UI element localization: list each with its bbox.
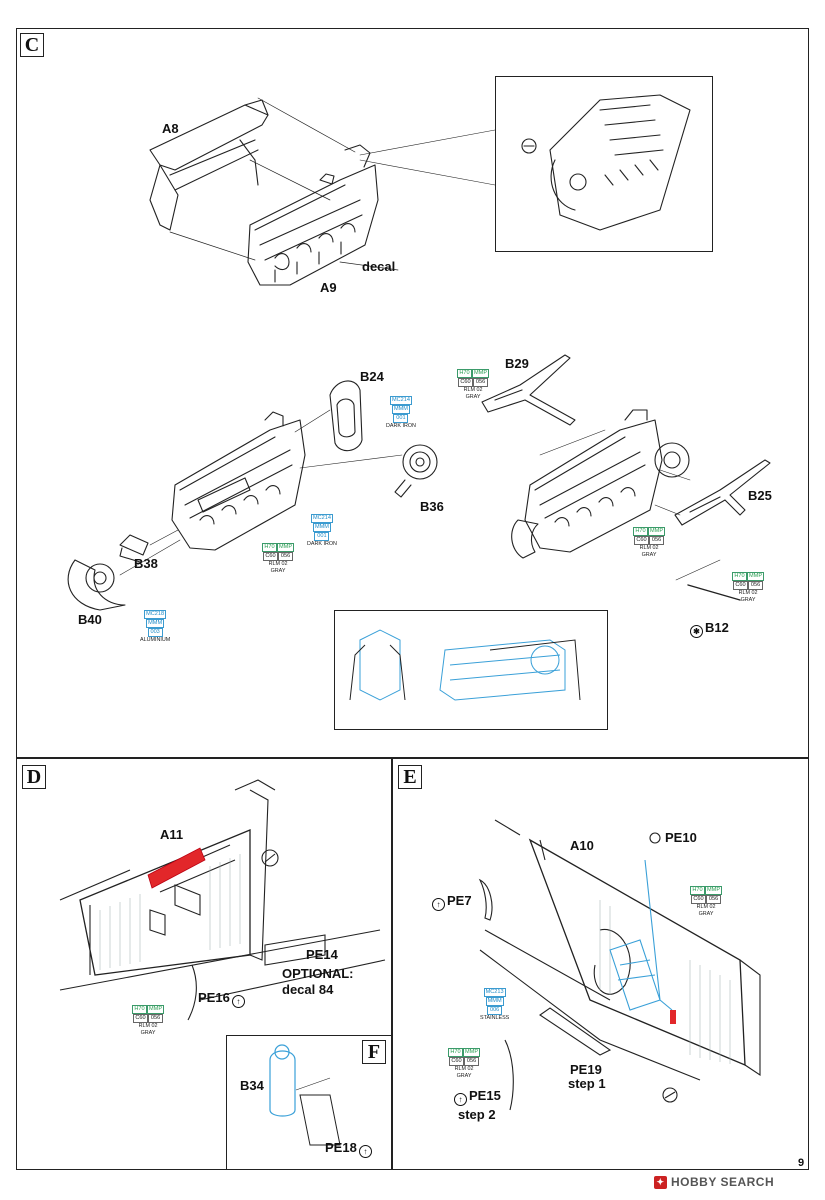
- section-e-drawing: [478, 819, 761, 1111]
- label-b12: ✱B12: [688, 620, 729, 638]
- part-b40-drawing: [67, 559, 126, 611]
- label-optional: OPTIONAL:: [282, 966, 354, 981]
- section-e-red-highlight: [670, 1010, 676, 1024]
- section-f-drawing: [299, 1094, 341, 1146]
- section-d-red-highlight: [147, 847, 206, 889]
- label-pe19: PE19: [570, 1062, 602, 1077]
- section-letter-f: F: [362, 1040, 386, 1064]
- label-a10: A10: [570, 838, 594, 853]
- section-e-panel-dots: [599, 900, 731, 1064]
- part-b24-drawing: [329, 380, 363, 452]
- part-b29-drawing: [481, 354, 576, 426]
- label-pe18-text: PE18: [325, 1140, 357, 1155]
- label-pe16: PE16↑: [198, 990, 247, 1008]
- label-pe7-text: PE7: [447, 893, 472, 908]
- label-a9: A9: [320, 280, 337, 295]
- section-e-frame: [392, 758, 809, 1170]
- part-b38-drawing: [119, 534, 149, 563]
- part-a8-drawing: [149, 99, 269, 231]
- bend-arrow-icon: ↑: [358, 1145, 372, 1158]
- label-b38: B38: [134, 556, 158, 571]
- label-pe15: ↑PE15: [452, 1088, 501, 1106]
- section-d-drawing: [59, 779, 386, 1021]
- label-b34: B34: [240, 1078, 264, 1093]
- part-b12-drawing: [687, 584, 741, 601]
- watermark: ✦ HOBBY SEARCH: [654, 1175, 774, 1189]
- label-decal-84: decal 84: [282, 982, 334, 997]
- paint-callout-aluminium: MC218 MMM 003 ALUMINIUM: [140, 610, 171, 643]
- bend-arrow-icon: ↑: [432, 898, 445, 911]
- inset-reference-frame: [334, 610, 608, 730]
- bend-arrow-icon: ↑: [454, 1093, 467, 1106]
- section-letter-e: E: [398, 765, 422, 789]
- engine-right-drawing: [511, 409, 690, 559]
- section-d-frame: [16, 758, 392, 1170]
- label-b25: B25: [748, 488, 772, 503]
- label-pe7: ↑PE7: [430, 893, 472, 911]
- page-number: 9: [798, 1157, 805, 1169]
- watermark-text: HOBBY SEARCH: [671, 1175, 775, 1189]
- label-pe18: PE18↑: [325, 1140, 374, 1158]
- section-c-frame: [16, 28, 809, 758]
- label-decal: decal: [362, 259, 396, 274]
- label-pe14: PE14: [306, 947, 338, 962]
- star-circle-icon: ✱: [690, 625, 703, 638]
- reference-inset-blue-drawing: [359, 629, 566, 701]
- label-step-1: step 1: [568, 1076, 606, 1091]
- section-letter-c: C: [20, 33, 44, 57]
- inset-detail-frame: [495, 76, 713, 252]
- label-b36: B36: [420, 499, 444, 514]
- hobby-search-logo-icon: ✦: [654, 1175, 667, 1189]
- label-a11: A11: [160, 827, 184, 842]
- paint-callout-dark-iron-engine: MC214 MMM 001 DARK IRON: [307, 514, 337, 547]
- section-f-blue-part: [269, 1044, 296, 1117]
- part-b25-drawing: [674, 459, 771, 526]
- section-f-frame: [226, 1035, 392, 1170]
- label-a8: A8: [162, 121, 179, 136]
- label-pe15-text: PE15: [469, 1088, 501, 1103]
- label-pe10: PE10: [665, 830, 697, 845]
- bend-arrow-icon: ↑: [231, 995, 245, 1008]
- part-b36-drawing: [394, 444, 438, 498]
- section-f-leaders: [295, 1077, 331, 1091]
- part-a9-engine-drawing: [247, 144, 379, 286]
- section-d-panel-dots: [99, 854, 241, 970]
- paint-callout-dark-iron-b24: MC214 MMM 001 DARK IRON: [386, 396, 416, 429]
- reference-inset-brackets: [349, 639, 581, 701]
- engine-left-drawing: [171, 411, 306, 551]
- paint-callout-stainless: MC213 MMM 006 STAINLESS: [480, 988, 510, 1021]
- label-b24: B24: [360, 369, 384, 384]
- section-letter-d: D: [22, 765, 46, 789]
- inset-engine-drawing: [521, 94, 691, 231]
- label-b29: B29: [505, 356, 529, 371]
- label-step-2: step 2: [458, 1107, 496, 1122]
- label-pe16-text: PE16: [198, 990, 230, 1005]
- label-b12-text: B12: [705, 620, 729, 635]
- section-e-blue-parts: [609, 859, 673, 1011]
- label-b40: B40: [78, 612, 102, 627]
